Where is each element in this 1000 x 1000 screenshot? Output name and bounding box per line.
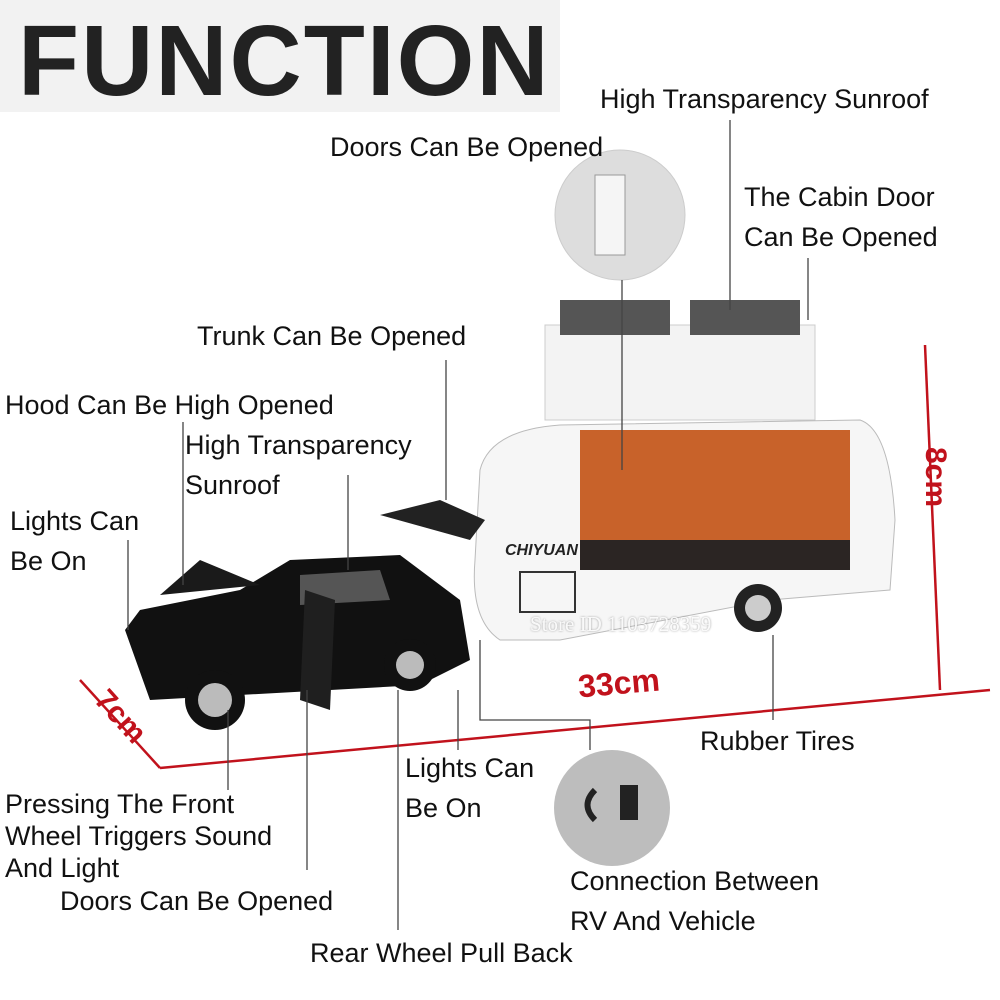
connection-detail-inset (554, 750, 670, 866)
label-trunk: Trunk Can Be Opened (197, 321, 467, 351)
rv-sunroof-right (690, 300, 800, 335)
label-rear-lights-1: Lights Can (405, 753, 535, 783)
watermark: Store ID 1103728359 (530, 612, 712, 636)
label-front-wheel-3: And Light (5, 853, 120, 883)
label-tires: Rubber Tires (700, 726, 855, 756)
rv-sunroof-left (560, 300, 670, 335)
title: FUNCTION (18, 5, 551, 117)
label-front-wheel-1: Pressing The Front (5, 789, 235, 819)
brand-logo: CHIYUAN (505, 542, 578, 559)
label-front-lights-1: Lights Can (10, 506, 140, 536)
label-front-lights-2: Be On (10, 546, 87, 576)
dimension-lines (79, 344, 991, 770)
label-rear-lights-2: Be On (405, 793, 482, 823)
label-car-sunroof-2: Sunroof (185, 470, 280, 500)
label-rear-wheel: Rear Wheel Pull Back (310, 938, 573, 968)
label-cabin-door-1: The Cabin Door (744, 182, 935, 212)
label-hood: Hood Can Be High Opened (5, 390, 334, 420)
label-connection-1: Connection Between (570, 866, 820, 896)
leader-lines (127, 120, 809, 930)
suv-car (125, 500, 485, 730)
label-cabin-door-2: Can Be Opened (744, 222, 938, 252)
label-rv-doors: Doors Can Be Opened (330, 132, 604, 162)
label-connection-2: RV And Vehicle (570, 906, 756, 936)
label-front-wheel-2: Wheel Triggers Sound (5, 821, 273, 851)
length-dimension: 33cm (576, 661, 662, 705)
height-dimension: 8cm (919, 446, 953, 508)
label-rv-sunroof: High Transparency Sunroof (600, 84, 929, 114)
label-car-doors: Doors Can Be Opened (60, 886, 334, 916)
title-banner: FUNCTION (0, 0, 560, 117)
label-car-sunroof-1: High Transparency (185, 430, 412, 460)
trailer-rv: CHIYUAN (473, 300, 896, 641)
